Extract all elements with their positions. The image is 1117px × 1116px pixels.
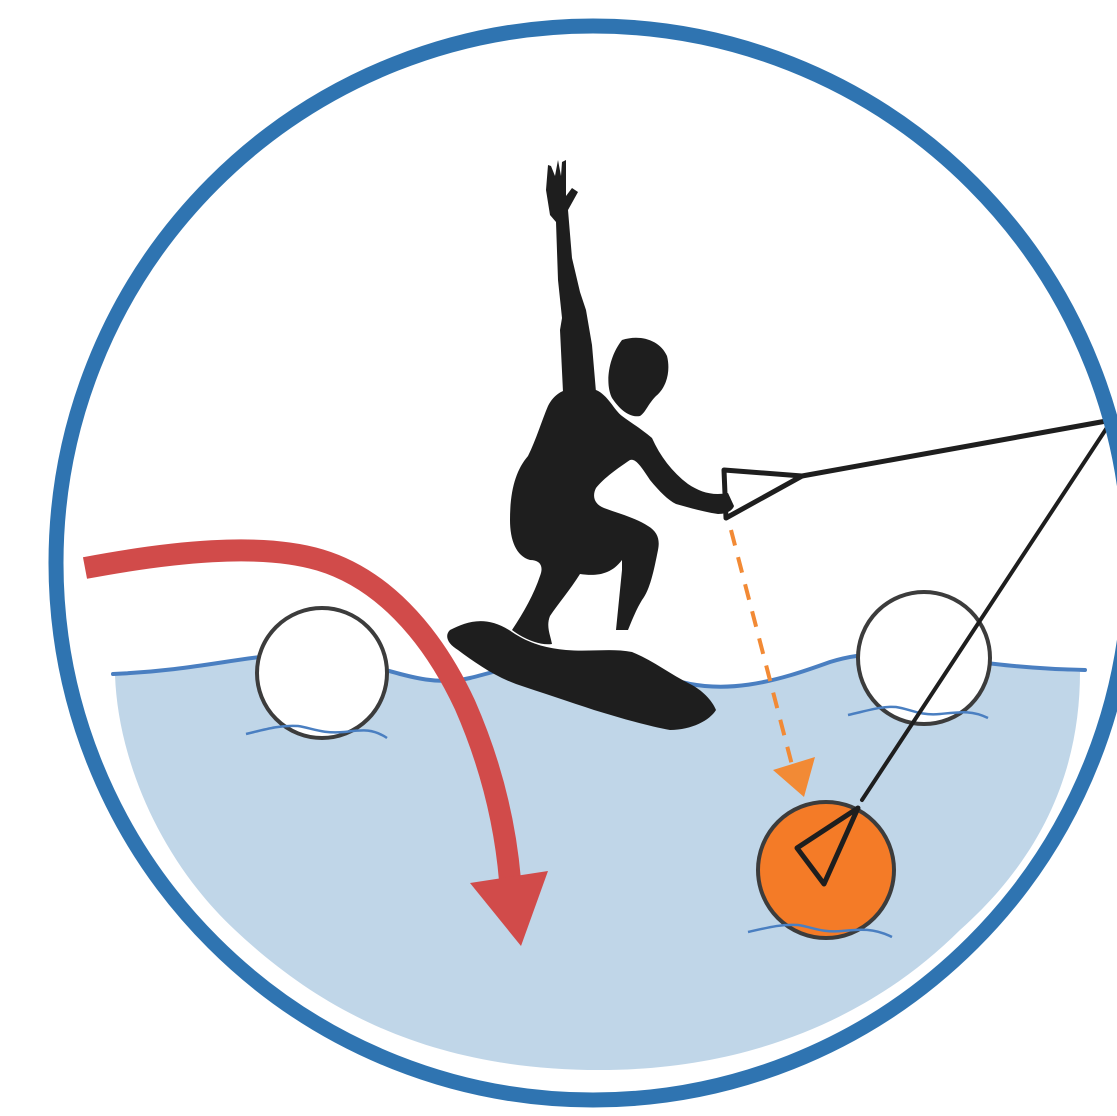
buoy-icon — [257, 608, 387, 738]
raised-arm — [546, 160, 596, 392]
rope-upper-line — [802, 420, 1112, 476]
rider-body — [510, 388, 734, 645]
rope-handle-bar — [724, 470, 802, 518]
buoy-icon — [758, 802, 894, 938]
wakeboarder-silhouette-icon — [447, 160, 734, 730]
rider-head — [608, 338, 668, 417]
